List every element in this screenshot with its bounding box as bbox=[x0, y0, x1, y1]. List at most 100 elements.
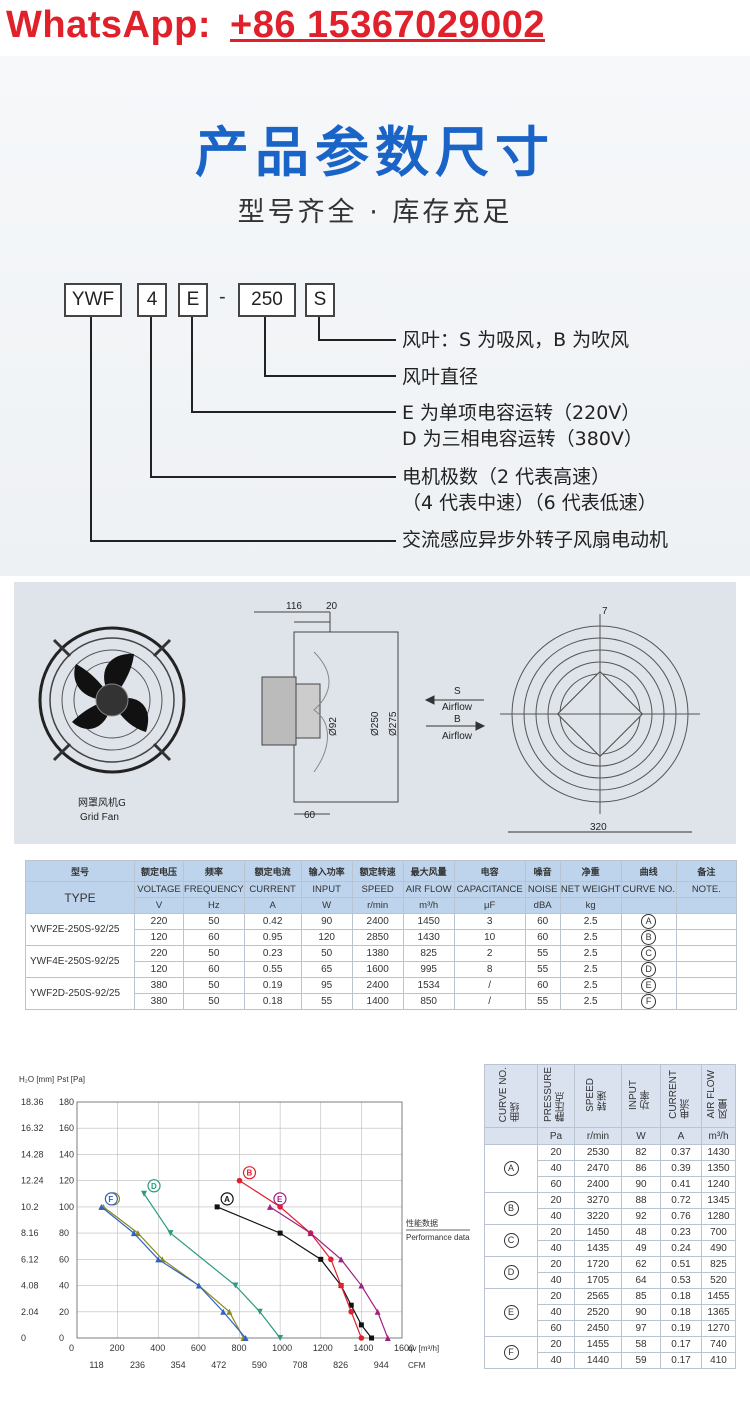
spec-cell: 120 bbox=[134, 961, 184, 978]
spec-table-section: 型号 额定电压 频率 额定电流 输入功率 额定转速 最大风量 电容 噪音 净重 … bbox=[25, 860, 738, 1018]
data-point bbox=[236, 1177, 243, 1184]
unit-noise: dBA bbox=[524, 897, 561, 914]
spec-cell: 55 bbox=[300, 993, 353, 1010]
perf-cell: 20 bbox=[537, 1288, 575, 1305]
spec-cell: 220 bbox=[134, 945, 184, 962]
y-tick-label-mm: 14.28 bbox=[21, 1149, 44, 1159]
spec-curve-badge: F bbox=[620, 993, 677, 1010]
perf-cell: 1450 bbox=[574, 1224, 622, 1241]
ph-pressure-cn: 静压点 bbox=[556, 1092, 567, 1122]
ph-pressure: PRESSURE bbox=[543, 1066, 554, 1122]
spec-cell: 2850 bbox=[351, 929, 404, 946]
data-point bbox=[328, 1256, 334, 1263]
y-axis-label-pa: Pst [Pa] bbox=[57, 1075, 85, 1084]
perf-curve-cell: C bbox=[484, 1224, 538, 1257]
y-tick-label-mm: 10.2 bbox=[21, 1202, 39, 1212]
perf-cell: 2450 bbox=[574, 1320, 622, 1337]
data-point bbox=[232, 1282, 239, 1289]
legend-phase-e: E 为单项电容运转（220V） bbox=[402, 402, 641, 424]
pu-pressure: Pa bbox=[537, 1127, 575, 1145]
pu-speed: r/min bbox=[574, 1127, 622, 1145]
perf-cell: 1435 bbox=[574, 1240, 622, 1257]
fan-label-en: Grid Fan bbox=[80, 812, 119, 823]
spec-cell: 8 bbox=[453, 961, 526, 978]
whatsapp-number[interactable]: +86 15367029002 bbox=[230, 4, 545, 46]
perf-units: Pa r/min W A m³/h bbox=[484, 1127, 736, 1145]
th-voltage-cn: 额定电压 bbox=[134, 860, 184, 882]
curve-badge: A bbox=[503, 1161, 519, 1176]
data-point bbox=[369, 1335, 375, 1341]
perf-cell: 97 bbox=[621, 1320, 661, 1337]
pu-current: A bbox=[660, 1127, 702, 1145]
spec-cell: 825 bbox=[402, 945, 455, 962]
perf-cell: 2530 bbox=[574, 1144, 622, 1161]
spec-cell: 1380 bbox=[351, 945, 404, 962]
spec-cell: 2 bbox=[453, 945, 526, 962]
ph-input: INPUT bbox=[628, 1079, 639, 1110]
th-airflow-cn: 最大风量 bbox=[402, 860, 455, 882]
whatsapp-banner: WhatsApp: +86 15367029002 bbox=[0, 0, 605, 56]
unit-voltage: V bbox=[134, 897, 184, 914]
perf-cell: 40 bbox=[537, 1208, 575, 1225]
perf-cell: 740 bbox=[701, 1336, 736, 1353]
perf-cell: 0.19 bbox=[660, 1320, 702, 1337]
y-tick-label-mm: 12.24 bbox=[21, 1176, 44, 1186]
data-point bbox=[338, 1282, 344, 1289]
perf-cell: 40 bbox=[537, 1240, 575, 1257]
spec-cell: 60 bbox=[183, 961, 245, 978]
perf-cell: 40 bbox=[537, 1304, 575, 1321]
perf-cell: 90 bbox=[621, 1304, 661, 1321]
perf-cell: 1440 bbox=[574, 1352, 622, 1369]
th-frequency-en: FREQUENCY bbox=[183, 881, 245, 898]
th-noise-en: NOISE bbox=[524, 881, 561, 898]
series-line-E bbox=[269, 1206, 389, 1339]
series-label: E bbox=[277, 1195, 283, 1204]
x2-tick-label: 826 bbox=[333, 1360, 348, 1370]
y-tick-label-pa: 180 bbox=[59, 1097, 74, 1107]
ph-current: CURRENT bbox=[668, 1070, 679, 1119]
data-point bbox=[374, 1308, 381, 1315]
th-noise-cn: 噪音 bbox=[524, 860, 561, 882]
perf-cell: 58 bbox=[621, 1336, 661, 1353]
series-badge bbox=[104, 1192, 118, 1206]
spec-cell: 0.55 bbox=[243, 961, 302, 978]
unit-weight: kg bbox=[559, 897, 622, 914]
perf-cell: 88 bbox=[621, 1192, 661, 1209]
series-label: D bbox=[151, 1182, 157, 1191]
spec-cell: 50 bbox=[183, 945, 245, 962]
perf-cell: 520 bbox=[701, 1272, 736, 1289]
ph-curve: CURVE NO. bbox=[498, 1066, 509, 1123]
spec-cell: 55 bbox=[524, 945, 561, 962]
perf-cell: 0.37 bbox=[660, 1144, 702, 1161]
x2-axis-label: CFM bbox=[408, 1361, 426, 1370]
th-weight-cn: 净重 bbox=[559, 860, 622, 882]
plot-frame bbox=[76, 1101, 403, 1339]
perf-cell: 1365 bbox=[701, 1304, 736, 1321]
x2-tick-label: 472 bbox=[211, 1360, 226, 1370]
spec-cell: 2.5 bbox=[559, 929, 622, 946]
spec-cell: 60 bbox=[524, 929, 561, 946]
perf-cell: 3270 bbox=[574, 1192, 622, 1209]
airflow-s: S bbox=[454, 686, 461, 697]
airflow-b-label: Airflow bbox=[442, 731, 473, 742]
y-tick-label-pa: 80 bbox=[59, 1228, 69, 1238]
x-tick-label: 800 bbox=[232, 1343, 247, 1353]
perf-cell: 0.18 bbox=[660, 1288, 702, 1305]
spec-cell: 90 bbox=[300, 913, 353, 930]
dim-d275: Ø275 bbox=[388, 711, 399, 736]
x2-tick-label: 354 bbox=[171, 1360, 186, 1370]
y-tick-label-mm: 16.32 bbox=[21, 1123, 44, 1133]
series-line-C bbox=[103, 1206, 245, 1339]
ph-airflow-cn: 风量 bbox=[718, 1098, 730, 1119]
